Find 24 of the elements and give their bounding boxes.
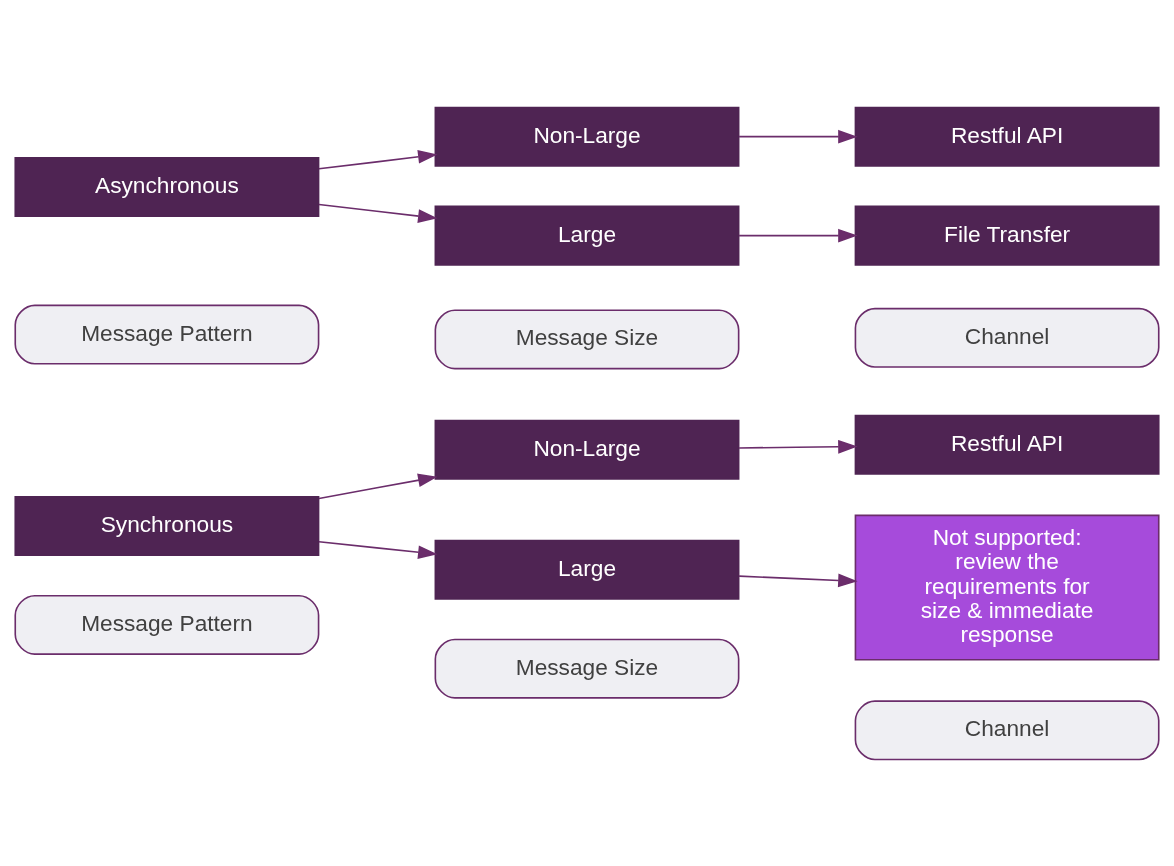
node-box: Message Pattern [14, 594, 320, 655]
node-box: Message Size [434, 308, 740, 369]
arrow [318, 203, 438, 223]
arrow [738, 129, 858, 143]
arrow [738, 573, 858, 587]
node-box: Message Size [434, 638, 740, 699]
node-box: Channel [854, 699, 1160, 760]
node-box: Large [434, 205, 740, 266]
node-box: Non-Large [434, 106, 740, 167]
arrow [738, 228, 858, 242]
node-box: Asynchronous [14, 156, 320, 217]
arrow [318, 149, 438, 170]
node-box: Large [434, 539, 740, 600]
node-box: Restful API [854, 414, 1160, 475]
node-box: Not supported: review the requirements for size & immediate response [854, 514, 1160, 661]
arrow [318, 473, 438, 499]
node-box: Synchronous [14, 495, 320, 556]
arrow [738, 439, 858, 454]
arrow [318, 540, 438, 559]
node-box: Restful API [854, 106, 1160, 167]
node-box: Non-Large [434, 419, 740, 480]
node-box: Channel [854, 307, 1160, 368]
node-box: File Transfer [854, 205, 1160, 266]
node-box: Message Pattern [14, 304, 320, 365]
